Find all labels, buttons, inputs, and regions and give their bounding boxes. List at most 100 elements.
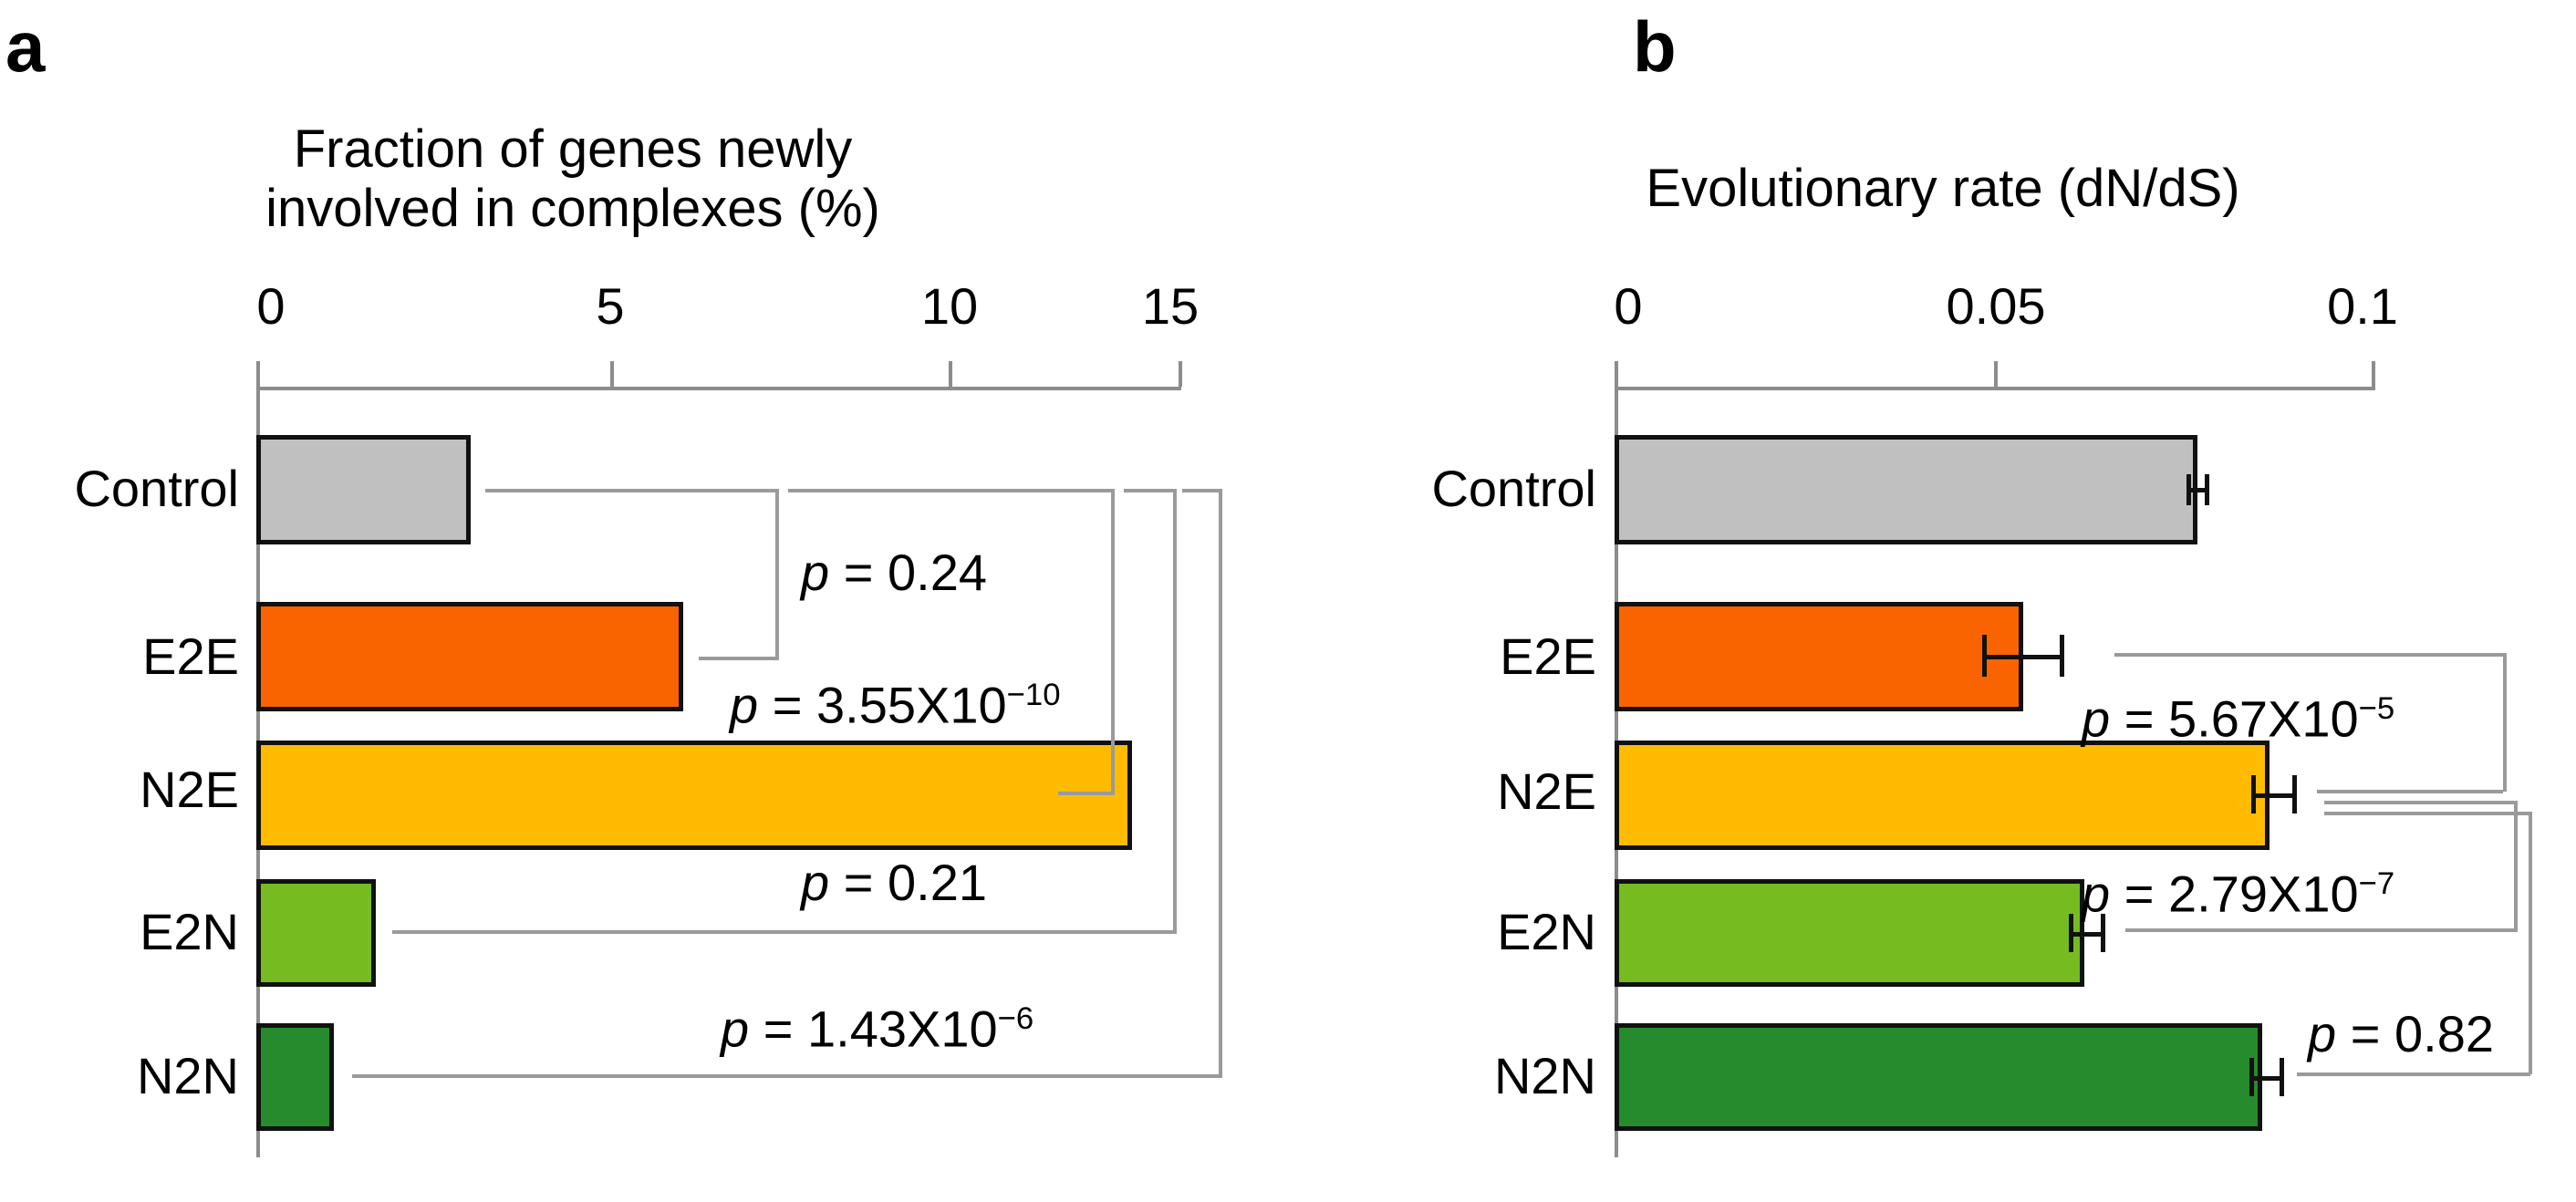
panel-a-bracket-1-top xyxy=(485,489,779,492)
panel-b-errorbar-control xyxy=(2186,488,2209,492)
panel-a-bar-e2n xyxy=(256,879,376,987)
panel-a-bracket-1-right xyxy=(775,489,779,658)
panel-a-bracket-4-bottom xyxy=(352,1074,1220,1078)
panel-b-bracket-3-right xyxy=(2529,812,2532,1074)
panel-b-pvalue-3-eq: = xyxy=(2336,1005,2394,1062)
panel-b-category-e2n: E2N xyxy=(1497,903,1596,960)
panel-a-category-e2e: E2E xyxy=(142,627,239,685)
panel-b-bracket-2-right xyxy=(2514,801,2518,932)
panel-a-pvalue-4-p: p xyxy=(721,1000,750,1058)
panel-a-pvalue-2-exp: −10 xyxy=(1006,678,1061,712)
panel-a-category-control: Control xyxy=(74,460,239,517)
panel-a-pvalue-4-exp: −6 xyxy=(997,1001,1034,1036)
panel-b-bar-e2n xyxy=(1615,879,2084,987)
panel-b-pvalue-1-exp: −5 xyxy=(2358,691,2395,726)
panel-b-bar-e2e xyxy=(1615,602,2023,711)
panel-a-pvalue-4-eq: = xyxy=(749,1000,807,1058)
panel-b-errorcap-control-left xyxy=(2186,474,2191,505)
panel-a-pvalue-3: p = 0.21 xyxy=(801,857,987,908)
panel-a-tick-10: 10 xyxy=(920,277,979,335)
panel-b-tick-0: 0 xyxy=(1614,277,1643,335)
panel-a-tick-15: 15 xyxy=(1141,277,1200,335)
panel-a-x-axis xyxy=(256,387,1181,390)
panel-a-bracket-2-top xyxy=(788,489,1115,492)
panel-a-pvalue-2-eq: = xyxy=(758,676,816,734)
panel-a-bracket-3-bottom xyxy=(392,930,1175,934)
panel-b-tickmark-005 xyxy=(1994,361,1998,387)
panel-b-category-n2n: N2N xyxy=(1493,1047,1596,1104)
panel-b-errorcap-e2e-right xyxy=(2060,635,2064,677)
panel-a-bar-n2e xyxy=(256,741,1132,850)
panel-b-pvalue-3-value: 0.82 xyxy=(2394,1005,2494,1062)
panel-b-errorcap-n2n-left xyxy=(2249,1058,2254,1096)
panel-b-bracket-1-right xyxy=(2503,653,2507,792)
panel-b-category-control: Control xyxy=(1431,460,1596,517)
panel-b-errorcap-n2e-right xyxy=(2292,775,2297,813)
panel-a-tickmark-15 xyxy=(1179,361,1182,387)
panel-b-bracket-3-bottom xyxy=(2297,1072,2530,1076)
panel-a-tickmark-0 xyxy=(256,361,260,387)
panel-b-errorcap-control-right xyxy=(2205,474,2209,505)
panel-b-tick-01: 0.1 xyxy=(2327,277,2398,335)
panel-a-bar-control xyxy=(256,435,471,544)
panel-b-errorcap-e2n-right xyxy=(2101,914,2105,952)
panel-b-pvalue-3: p = 0.82 xyxy=(2308,1009,2494,1060)
panel-b-axis-title: Evolutionary rate (dN/dS) xyxy=(1646,159,2240,218)
panel-a-bracket-3-right xyxy=(1173,489,1177,934)
panel-b-errorcap-e2e-left xyxy=(1982,635,1987,677)
panel-a-bracket-1-bottom xyxy=(699,657,779,660)
panel-a-pvalue-1-p: p xyxy=(801,544,830,601)
panel-b-pvalue-2-p: p xyxy=(2082,865,2111,923)
panel-b-pvalue-1-value: 5.67X10 xyxy=(2167,689,2359,748)
panel-a-category-n2e: N2E xyxy=(140,761,239,818)
panel-a-category-n2n: N2N xyxy=(136,1047,239,1104)
panel-b-bracket-1-top xyxy=(2114,653,2507,657)
panel-a-pvalue-2-p: p xyxy=(730,676,759,734)
panel-a-tickmark-5 xyxy=(610,361,614,387)
panel-b-bar-n2e xyxy=(1615,741,2270,850)
panel-b-tick-005: 0.05 xyxy=(1946,277,2046,335)
panel-a-pvalue-3-value: 0.21 xyxy=(887,854,987,911)
panel-a-pvalue-2-value: 3.55X10 xyxy=(815,676,1007,734)
panel-letter-b: b xyxy=(1633,6,1677,87)
panel-a-bracket-2-bottom xyxy=(1058,792,1113,795)
panel-b-tickmark-0 xyxy=(1615,361,1618,387)
panel-b-x-axis xyxy=(1615,387,2375,390)
panel-a-pvalue-1-value: 0.24 xyxy=(887,544,987,601)
panel-b-bracket-2-bottom xyxy=(2125,928,2518,932)
panel-a-pvalue-2: p = 3.55X10−10 xyxy=(730,679,1061,731)
panel-a-tick-5: 5 xyxy=(596,277,625,335)
panel-b-tickmark-01 xyxy=(2372,361,2375,387)
panel-b-pvalue-2-exp: −7 xyxy=(2358,866,2395,901)
panel-b-errorbar-e2e xyxy=(1982,655,2064,659)
panel-b-bar-n2n xyxy=(1615,1023,2262,1131)
panel-letter-a: a xyxy=(5,6,45,87)
panel-b-bar-control xyxy=(1615,435,2197,544)
panel-b-pvalue-2-value: 2.79X10 xyxy=(2167,865,2359,923)
panel-b-bracket-2-top xyxy=(2324,801,2516,804)
panel-a-bracket-2-right xyxy=(1111,489,1115,795)
panel-b-errorbar-e2n xyxy=(2069,932,2105,937)
panel-a-bracket-3-top xyxy=(1124,489,1177,492)
panel-a-category-e2n: E2N xyxy=(140,903,239,960)
panel-b-errorcap-e2n-left xyxy=(2069,914,2073,952)
panel-a-pvalue-3-eq: = xyxy=(829,854,888,911)
panel-a-bar-n2n xyxy=(256,1023,334,1131)
panel-b-category-e2e: E2E xyxy=(1500,627,1596,685)
panel-a-pvalue-1-eq: = xyxy=(829,544,888,601)
panel-b-errorbar-n2n xyxy=(2249,1076,2284,1081)
panel-b-category-n2e: N2E xyxy=(1497,762,1596,820)
panel-b-pvalue-1-eq: = xyxy=(2110,689,2168,748)
panel-a-bracket-4-right xyxy=(1219,489,1222,1078)
panel-a-bracket-4-top xyxy=(1182,489,1222,492)
panel-b-bracket-3-top xyxy=(2324,812,2532,815)
panel-a-bar-e2e xyxy=(256,602,683,711)
panel-b-errorcap-n2e-left xyxy=(2251,775,2256,813)
panel-b-pvalue-1-p: p xyxy=(2082,689,2111,748)
panel-b-bracket-1-bottom xyxy=(2317,790,2503,793)
panel-b-errorcap-n2n-right xyxy=(2280,1058,2284,1096)
panel-a-axis-title: Fraction of genes newly involved in comp… xyxy=(265,119,880,238)
panel-b-errorbar-n2e xyxy=(2251,793,2297,798)
panel-a-tickmark-10 xyxy=(949,361,952,387)
